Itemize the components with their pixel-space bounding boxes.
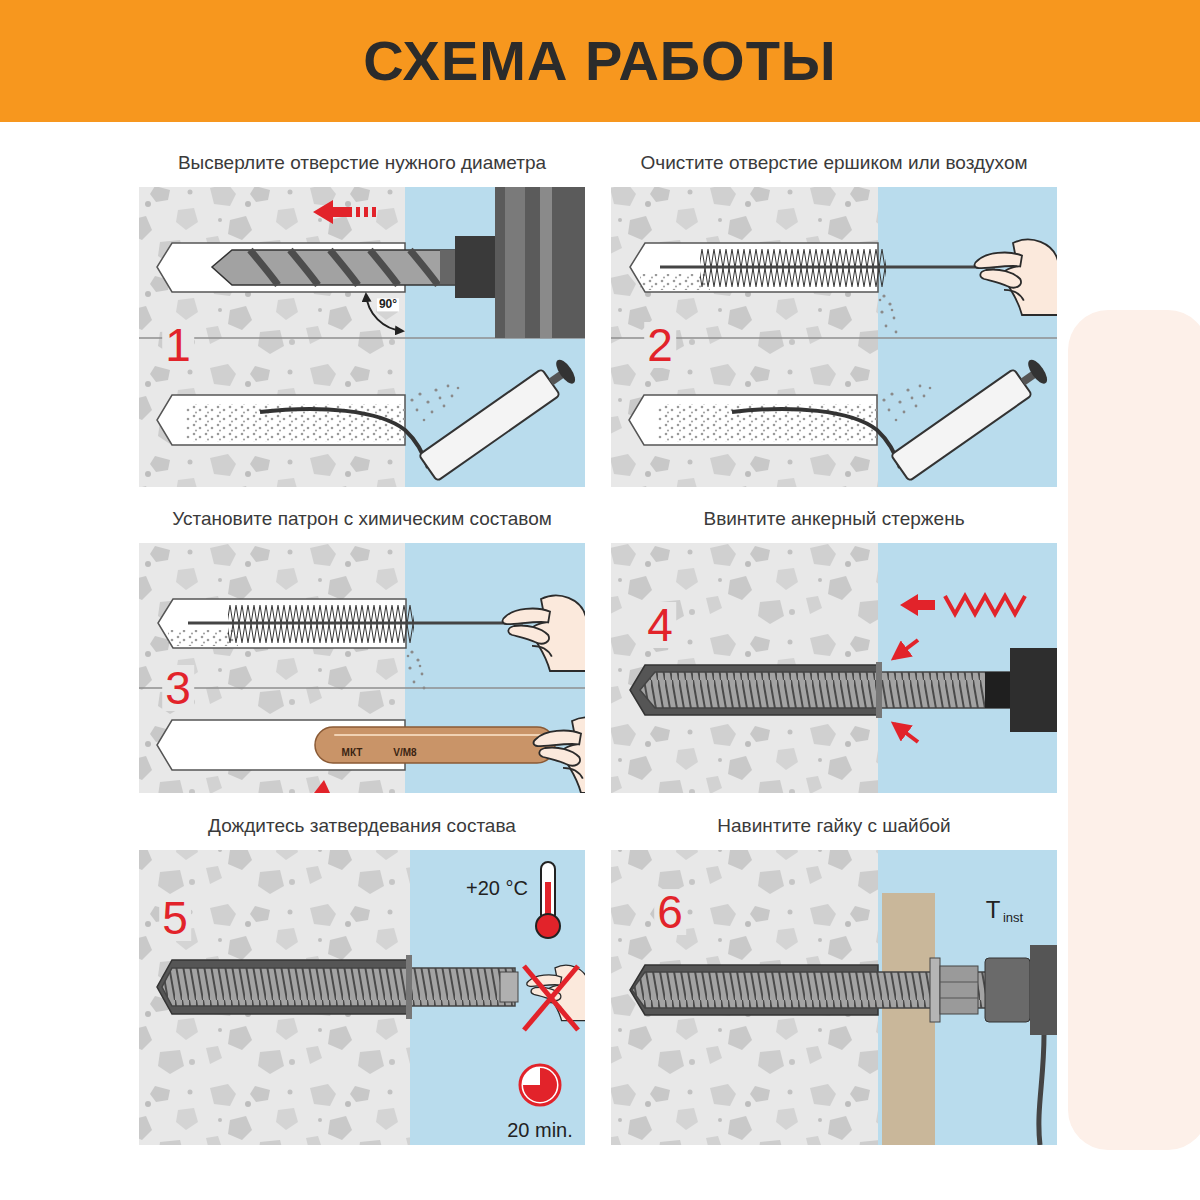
rod-insertion-illustration (900, 594, 935, 616)
drilling-illustration (540, 187, 552, 338)
cartridge-illustration (533, 717, 585, 793)
step-panel: Навинтите гайку с шайбой6 (611, 850, 1057, 1145)
tightening-illustration (940, 966, 978, 1014)
tightening-illustration (985, 958, 1030, 1022)
cartridge-illustration (314, 780, 330, 793)
curing-illustration (520, 1065, 560, 1105)
background-decor (1068, 310, 1200, 1150)
drilling-illustration (372, 207, 376, 217)
cartridge-illustration (139, 543, 585, 793)
rod-insertion-illustration (878, 543, 1057, 793)
drilling-illustration (455, 236, 497, 298)
curing-illustration (162, 968, 515, 1006)
curing-illustration (524, 966, 578, 1030)
torque-symbol: T (986, 897, 1001, 923)
rod-insertion-illustration (985, 672, 1013, 708)
tightening-illustration (940, 982, 978, 983)
drilling-illustration (139, 187, 585, 487)
tightening-illustration (611, 850, 1057, 1145)
rod-insertion-illustration (894, 724, 918, 742)
step-caption: Очистите отверстие ершиком или воздухом (640, 152, 1027, 174)
step-caption: Высверлите отверстие нужного диаметра (178, 152, 546, 174)
curing-illustration (524, 966, 578, 1030)
rod-insertion-illustration (945, 596, 1025, 614)
rod-insertion-illustration (611, 543, 1057, 793)
angle-label: 90° (377, 298, 399, 311)
drilling-illustration (495, 187, 585, 338)
step-caption: Дождитесь затвердевания состава (208, 815, 516, 837)
curing-illustration (406, 955, 412, 1019)
cartridge-illustration (158, 595, 585, 689)
temperature-label: +20 °C (466, 877, 528, 899)
curing-illustration (536, 914, 560, 938)
curing-illustration (523, 1068, 557, 1102)
title-banner (0, 0, 1200, 122)
drilling-illustration (505, 187, 525, 338)
rod-insertion-illustration (611, 543, 878, 793)
tightening-illustration (882, 893, 935, 1145)
drilling-illustration (313, 200, 352, 224)
step-number: 6 (654, 889, 686, 935)
cartridge-marking: МКТ (342, 747, 363, 758)
step-caption: Ввинтите анкерный стержень (703, 508, 964, 530)
cleaning-illustration (611, 187, 1057, 487)
step-caption: Установите патрон с химическим составом (172, 508, 552, 530)
drilling-illustration (364, 207, 368, 217)
step-number: 5 (159, 895, 191, 941)
drilling-illustration (356, 207, 360, 217)
tightening-illustration (930, 958, 940, 1022)
cleaning-illustration (630, 239, 1057, 333)
rod-insertion-illustration (894, 640, 918, 658)
cleaning-illustration (878, 187, 1057, 487)
curing-illustration (139, 850, 585, 1145)
rod-insertion-illustration (876, 662, 882, 718)
step-number: 3 (162, 665, 194, 711)
curing-illustration (500, 972, 518, 1002)
rod-insertion-illustration (640, 672, 1010, 708)
cartridge-illustration (139, 687, 585, 689)
rod-insertion-illustration (1010, 648, 1057, 732)
step-number: 4 (644, 602, 676, 648)
page-title: СХЕМА РАБОТЫ (0, 0, 1200, 122)
cartridge-marking: V/M8 (393, 747, 416, 758)
cartridge-illustration (335, 734, 540, 736)
step-panel: Высверлите отверстие нужного диаметра1 (139, 187, 585, 487)
drilling-illustration (212, 250, 460, 285)
step-caption: Навинтите гайку с шайбой (717, 815, 950, 837)
cleaning-illustration (629, 355, 1052, 481)
time-label: 20 min. (507, 1119, 573, 1141)
step-number: 2 (644, 322, 676, 368)
tightening-illustration (940, 998, 978, 999)
tightening-illustration (1039, 1035, 1044, 1145)
drilling-illustration (405, 187, 585, 487)
step-panel: Ввинтите анкерный стержень4 (611, 543, 1057, 793)
drilling-illustration (250, 250, 438, 285)
cleaning-illustration (611, 337, 1057, 339)
step-panel: Очистите отверстие ершиком или воздухом2 (611, 187, 1057, 487)
cartridge-illustration (315, 727, 555, 763)
step-number: 1 (162, 322, 194, 368)
tightening-illustration (1030, 945, 1057, 1035)
torque-subscript: inst (1003, 911, 1023, 925)
drilling-illustration (157, 355, 580, 481)
drilling-illustration (366, 294, 403, 331)
